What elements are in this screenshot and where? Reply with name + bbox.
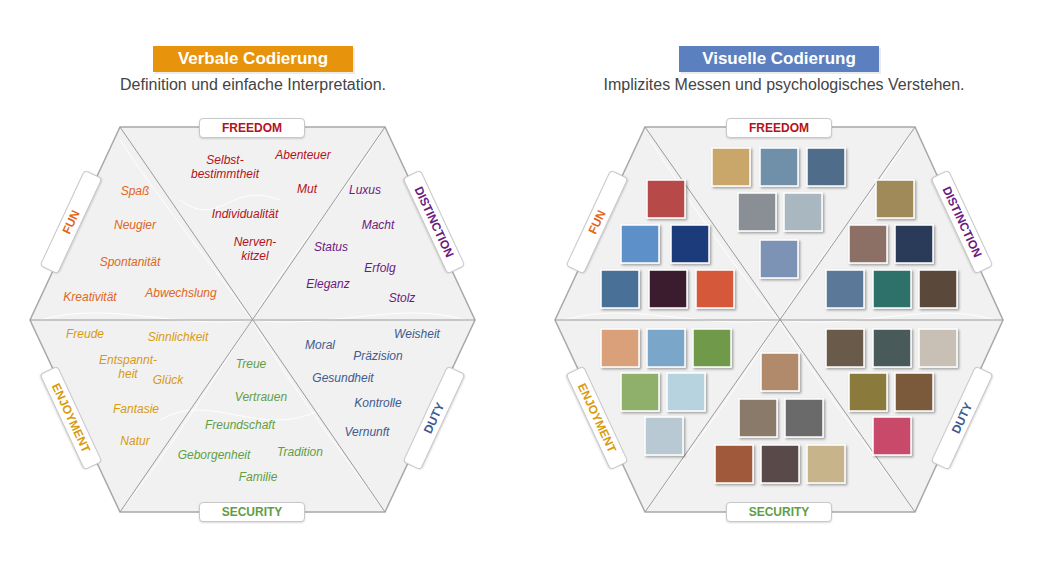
category-name: FREEDOM: [222, 121, 282, 135]
value-word: Gesundheit: [312, 372, 373, 386]
value-word: Fantasie: [113, 403, 159, 417]
category-tab: SECURITY: [199, 502, 305, 522]
hexagon-outline: [30, 127, 475, 512]
value-word: Freundschaft: [205, 419, 275, 433]
value-word: Spaß: [121, 185, 150, 199]
category-name: SECURITY: [749, 505, 810, 519]
category-name: DISTINCTION: [411, 184, 456, 259]
heading-banner: Verbale Codierung: [153, 46, 353, 72]
category-name: DUTY: [421, 400, 447, 436]
value-word: Vernunft: [345, 426, 390, 440]
photo-thumbnails: [601, 148, 957, 483]
value-word: Selbst- bestimmtheit: [191, 154, 259, 182]
category-name: DUTY: [949, 400, 975, 436]
hexagon-outline: [555, 127, 1003, 512]
category-tab: DUTY: [403, 366, 466, 471]
sector-lines: [30, 127, 475, 512]
value-word: Präzision: [353, 350, 402, 364]
category-name: FUN: [585, 208, 608, 236]
sector-lines: [555, 127, 1003, 512]
value-word: Luxus: [349, 184, 381, 198]
value-word: Entspannt- heit: [99, 354, 157, 382]
value-word: Mut: [297, 183, 317, 197]
value-word: Natur: [120, 435, 149, 449]
category-tab: SECURITY: [726, 502, 832, 522]
value-word: Treue: [236, 358, 266, 372]
value-word: Nerven- kitzel: [234, 236, 277, 264]
heading-text: Visuelle Codierung: [702, 49, 856, 68]
value-word: Erfolg: [364, 262, 395, 276]
category-tab: DISTINCTION: [403, 170, 466, 275]
category-tab: DUTY: [931, 366, 994, 471]
value-word: Individualität: [212, 208, 279, 222]
category-tab: FREEDOM: [726, 118, 832, 138]
value-word: Geborgenheit: [178, 449, 251, 463]
category-name: FUN: [59, 208, 82, 236]
heading-text: Verbale Codierung: [178, 49, 328, 68]
value-word: Vertrauen: [235, 391, 287, 405]
value-word: Glück: [153, 374, 184, 388]
value-word: Abenteuer: [275, 149, 330, 163]
value-word: Abwechslung: [145, 287, 216, 301]
value-word: Status: [314, 241, 348, 255]
value-word: Weisheit: [394, 328, 440, 342]
category-tab: FUN: [566, 170, 629, 275]
category-tab: FUN: [40, 170, 103, 275]
value-word: Kontrolle: [354, 397, 401, 411]
category-name: DISTINCTION: [939, 184, 984, 259]
category-name: ENJOYMENT: [49, 381, 93, 455]
value-word: Stolz: [389, 292, 416, 306]
value-word: Kreativität: [63, 291, 116, 305]
category-tab: FREEDOM: [199, 118, 305, 138]
value-word: Macht: [362, 219, 395, 233]
value-word: Freude: [66, 328, 104, 342]
subtitle: Definition und einfache Interpretation.: [120, 76, 386, 94]
value-word: Spontanität: [100, 256, 161, 270]
category-name: SECURITY: [222, 505, 283, 519]
category-name: ENJOYMENT: [575, 381, 619, 455]
category-tab: DISTINCTION: [931, 170, 994, 275]
heading-banner: Visuelle Codierung: [679, 46, 879, 72]
value-word: Familie: [239, 471, 278, 485]
category-tab: ENJOYMENT: [40, 366, 103, 471]
category-name: FREEDOM: [749, 121, 809, 135]
value-word: Tradition: [277, 446, 323, 460]
value-word: Moral: [305, 339, 335, 353]
subtitle: Implizites Messen und psychologisches Ve…: [603, 76, 964, 94]
value-word: Eleganz: [306, 278, 349, 292]
value-word: Sinnlichkeit: [148, 331, 209, 345]
value-word: Neugier: [114, 219, 156, 233]
category-tab: ENJOYMENT: [566, 366, 629, 471]
